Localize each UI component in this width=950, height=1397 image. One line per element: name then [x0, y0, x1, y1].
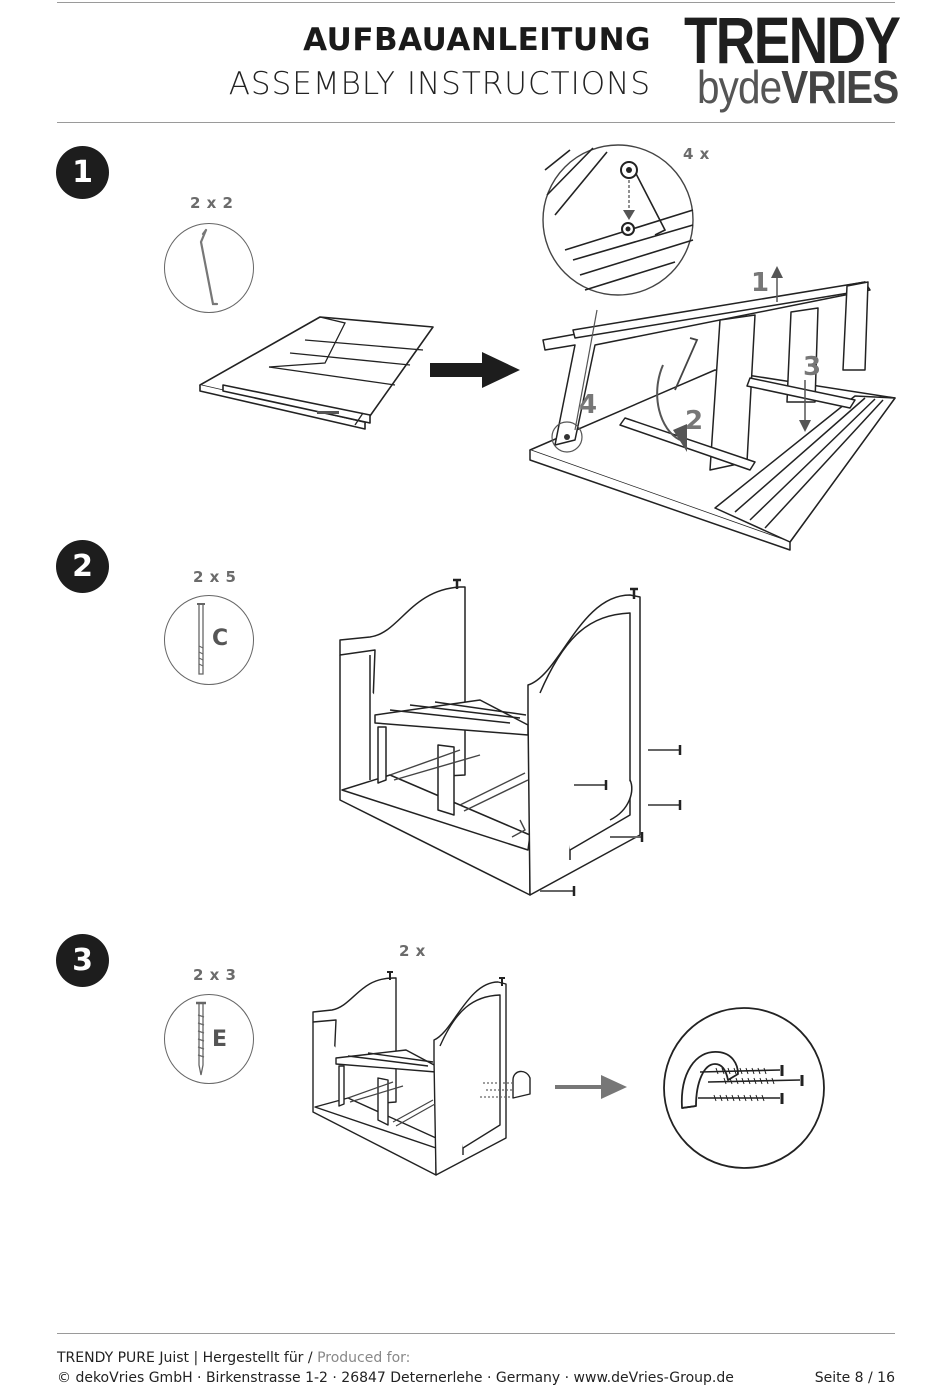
step-2-part-screw-icon: C — [164, 595, 254, 685]
step-2-assembly-drawing — [339, 578, 682, 896]
step-1-assembly-drawing: 1 2 3 4 — [529, 144, 896, 551]
page-number: Seite 8 / 16 — [814, 1370, 895, 1386]
footer-product-line: TRENDY PURE Juist | Hergestellt für / Pr… — [57, 1350, 410, 1366]
footer-produced-for: Produced for: — [317, 1350, 411, 1366]
step-3-detail-drawing — [663, 1007, 825, 1169]
step-1-detail-qty: 4 x — [683, 145, 710, 163]
step-2-part-qty: 2 x 5 — [193, 568, 237, 586]
step-1-part-qty: 2 x 2 — [190, 194, 234, 212]
step-1-callout-2: 2 — [685, 406, 703, 436]
step-3-part-screw-icon: E — [164, 994, 254, 1084]
top-rule — [57, 2, 895, 3]
step-3-assembly-drawing — [312, 971, 531, 1176]
step-3-direction-arrow — [555, 1075, 627, 1099]
step-1-callout-4: 4 — [579, 390, 597, 420]
brand-logo-de: de — [738, 61, 782, 113]
step-3-badge: 3 — [56, 934, 109, 987]
header-rule — [57, 122, 895, 123]
step-1-part-wire-icon — [164, 223, 254, 313]
step-2-part-letter: C — [212, 626, 229, 651]
brand-logo-top: TRENDY — [684, 3, 901, 77]
step-1-callout-1: 1 — [751, 268, 769, 298]
step-3-part-letter: E — [212, 1027, 228, 1052]
step-2-badge: 2 — [56, 540, 109, 593]
title-english: ASSEMBLY INSTRUCTIONS — [228, 66, 651, 102]
footer-rule — [57, 1333, 895, 1334]
brand-logo-by: by — [697, 61, 739, 113]
step-1-direction-arrow — [430, 352, 520, 388]
footer-product: TRENDY PURE Juist | Hergestellt für / — [57, 1350, 318, 1366]
step-1-callout-3: 3 — [803, 352, 821, 382]
title-german: AUFBAUANLEITUNG — [303, 22, 651, 58]
brand-logo-bottom: bydeVRIES — [697, 60, 899, 114]
brand-logo-vries: VRIES — [781, 61, 899, 113]
step-1-folded-panel-drawing — [199, 316, 434, 430]
step-3-part-qty: 2 x 3 — [193, 966, 237, 984]
step-3-detail-qty: 2 x — [399, 942, 426, 960]
footer-address: © dekoVries GmbH · Birkenstrasse 1-2 · 2… — [57, 1370, 734, 1386]
step-1-badge: 1 — [56, 146, 109, 199]
